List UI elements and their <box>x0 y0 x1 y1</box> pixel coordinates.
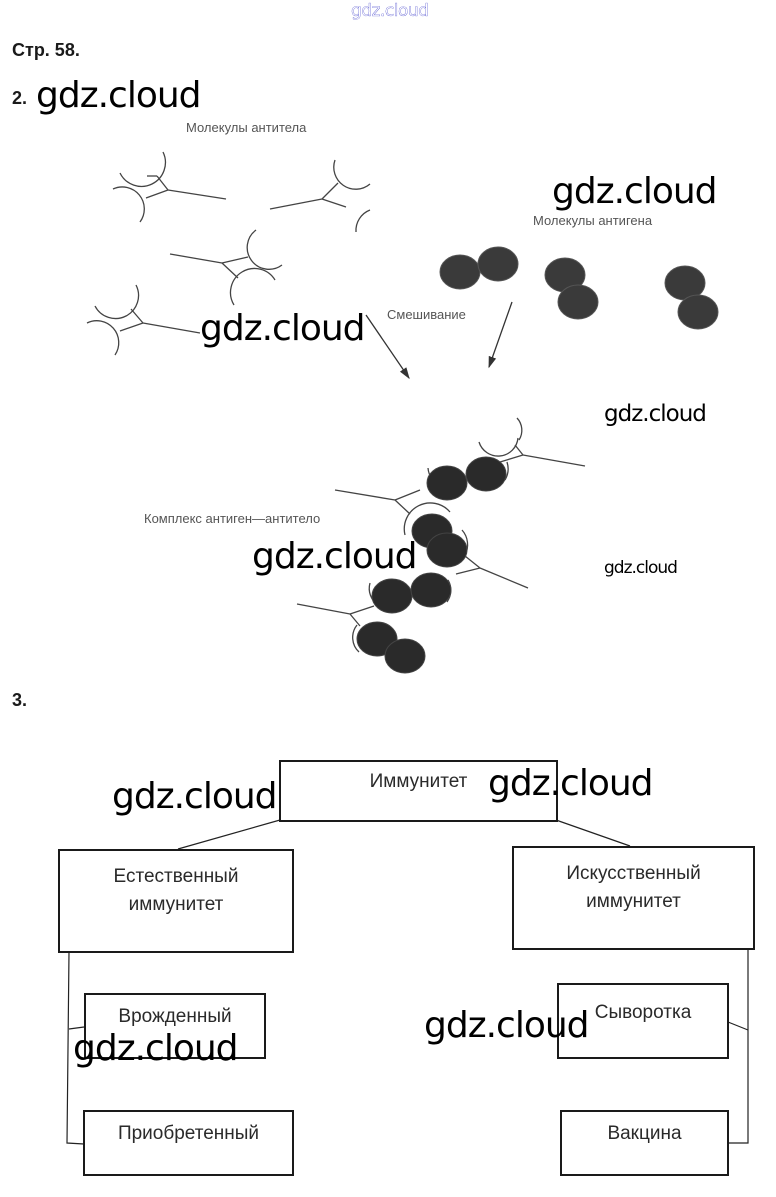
antibodies-label: Молекулы антитела <box>186 120 307 135</box>
task-3-number: 3. <box>12 690 28 710</box>
watermark: gdz.cloud <box>252 536 418 577</box>
watermark: gdz.cloud <box>604 401 707 427</box>
watermark: gdz.cloud <box>552 171 718 212</box>
antibody-molecule <box>86 284 201 356</box>
connector-natural-children <box>66 951 85 1145</box>
connector-root-artificial <box>555 819 631 847</box>
artificial-immunity-line1: Искусственный <box>566 863 701 884</box>
antibody-molecule <box>169 229 283 306</box>
antigen-molecule <box>439 246 519 290</box>
complex-label: Комплекс антиген—антитело <box>144 511 321 526</box>
watermark: gdz.cloud <box>73 1028 239 1069</box>
antigen-molecule <box>544 257 599 320</box>
watermark: gdz.cloud <box>604 558 678 578</box>
immunity-root-label: Иммунитет <box>369 771 468 792</box>
innate-immunity-label: Врожденный <box>118 1006 232 1027</box>
watermark: gdz.cloud <box>200 308 366 349</box>
serum-label: Сыворотка <box>594 1002 692 1023</box>
natural-immunity-line2: иммунитет <box>128 894 224 915</box>
artificial-immunity-box: Искусственный иммунитет <box>512 846 755 950</box>
connector-artificial-serum <box>727 1021 749 1031</box>
antibody-molecule <box>269 159 371 233</box>
watermark: gdz.cloud <box>424 1005 590 1046</box>
acquired-immunity-label: Приобретенный <box>117 1123 260 1144</box>
vaccine-box: Вакцина <box>560 1110 729 1176</box>
watermark: gdz.cloud <box>488 763 654 804</box>
acquired-immunity-box: Приобретенный <box>83 1110 294 1176</box>
watermark: gdz.cloud <box>36 75 202 116</box>
antigen-antibody-complex <box>296 417 586 674</box>
site-link[interactable]: gdz.cloud <box>351 1 429 21</box>
page-title: Стр. 58. <box>12 40 80 60</box>
connector-artificial-children <box>728 948 749 1144</box>
serum-box: Сыворотка <box>557 983 729 1059</box>
antigen-molecule <box>664 265 719 330</box>
natural-immunity-box: Естественный иммунитет <box>58 849 294 953</box>
immunity-root-box: Иммунитет <box>279 760 558 822</box>
watermark: gdz.cloud <box>112 776 278 817</box>
mixing-arrow-left <box>365 314 410 380</box>
vaccine-label: Вакцина <box>607 1123 682 1144</box>
antigens-label: Молекулы антигена <box>533 213 653 228</box>
task-2-number: 2. <box>12 88 28 108</box>
artificial-immunity-line2: иммунитет <box>586 891 681 912</box>
connector-root-natural <box>177 819 281 850</box>
antigen-antibody-figure <box>86 151 719 674</box>
natural-immunity-line1: Естественный <box>113 866 239 887</box>
connector-natural-innate <box>68 1026 85 1030</box>
mixing-label: Смешивание <box>387 307 466 322</box>
mixing-arrow-right <box>488 301 513 369</box>
innate-immunity-box: Врожденный <box>84 993 266 1059</box>
antibody-molecule <box>112 151 227 223</box>
